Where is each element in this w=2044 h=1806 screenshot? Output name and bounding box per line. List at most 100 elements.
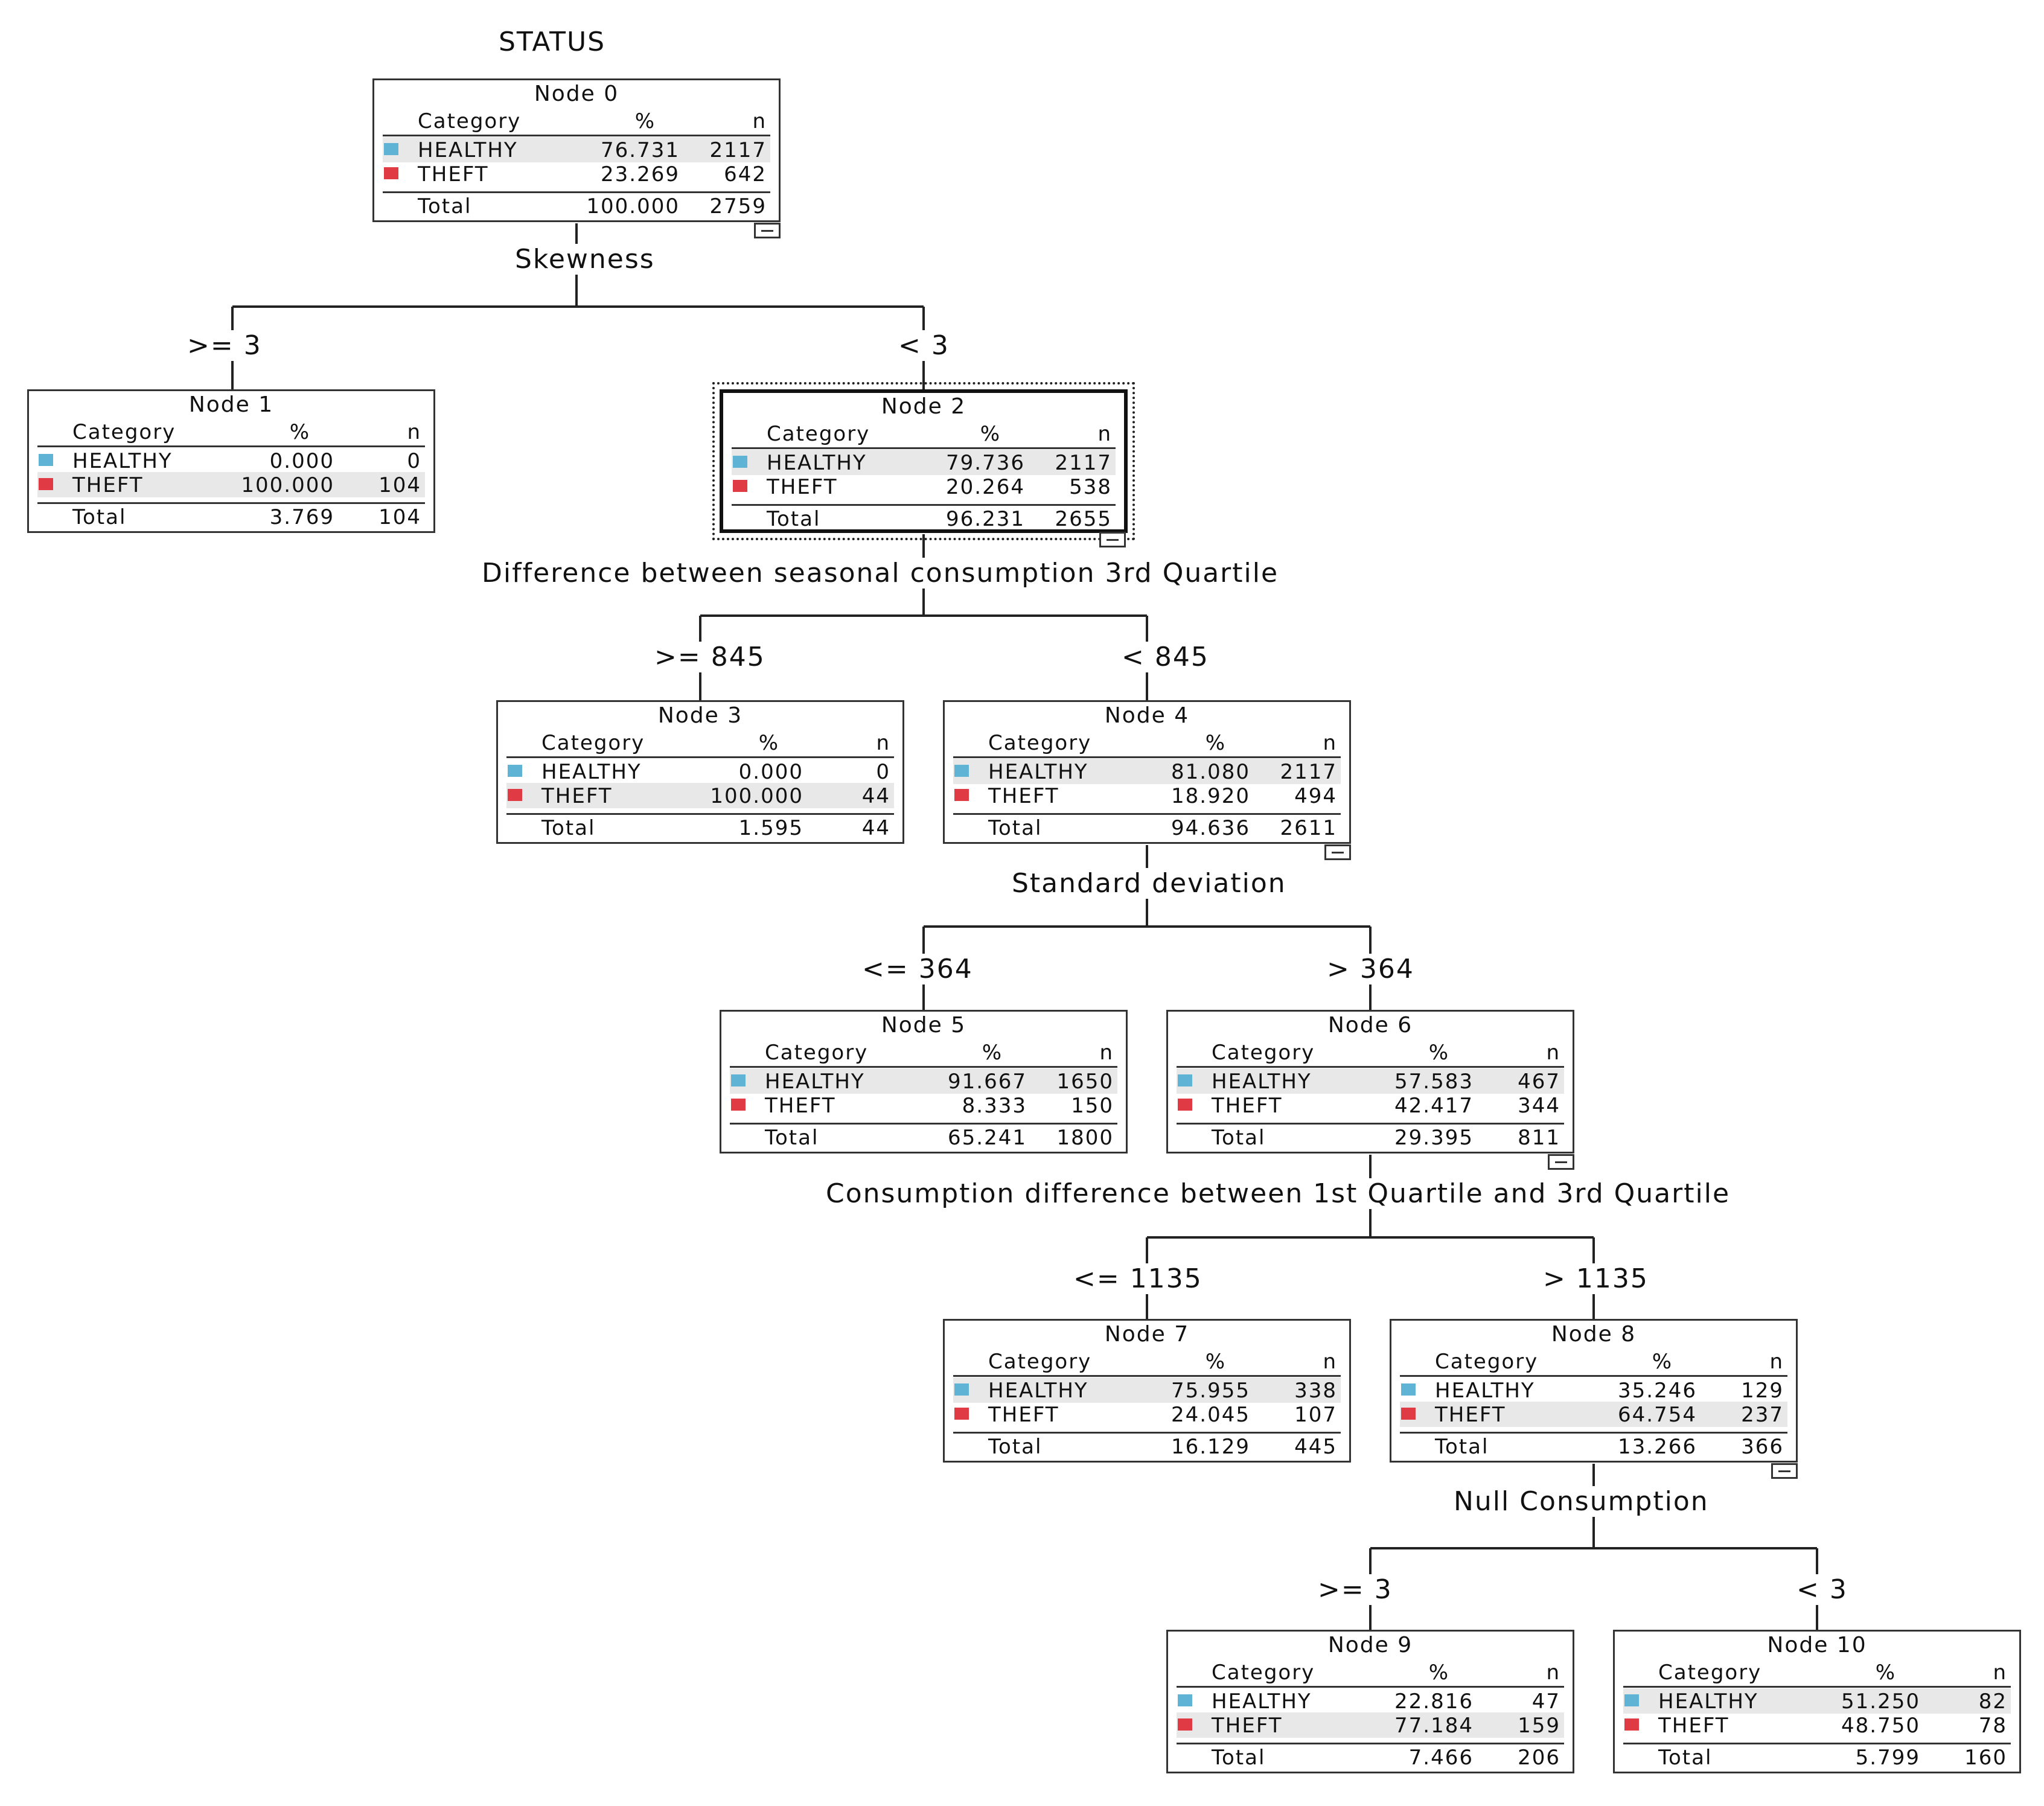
category-label: HEALTHY (1212, 1690, 1312, 1714)
collapse-toggle-icon[interactable] (1324, 844, 1351, 860)
healthy-color-swatch (39, 454, 53, 466)
node-table-header: Category%n (1623, 1659, 2011, 1688)
collapse-toggle-icon[interactable] (754, 223, 781, 238)
branch-label-node-3: >= 845 (650, 642, 770, 672)
total-percent: 94.636 (1171, 816, 1250, 840)
category-label: HEALTHY (1435, 1379, 1535, 1403)
header-percent: % (1875, 1661, 1896, 1685)
total-count: 1800 (1056, 1126, 1114, 1150)
node-title: Node 2 (881, 394, 966, 419)
header-n: n (876, 731, 890, 755)
branch-label-node-1: >= 3 (182, 330, 267, 361)
branch-label-node-4: < 845 (1117, 642, 1214, 672)
header-n: n (1323, 731, 1337, 755)
category-count: 237 (1741, 1403, 1784, 1427)
healthy-color-swatch (954, 1383, 969, 1396)
total-row: Total 94.636 2611 (953, 813, 1341, 841)
node-title: Node 9 (1327, 1633, 1413, 1658)
category-percent: 100.000 (241, 473, 334, 497)
node-title: Node 7 (1104, 1322, 1190, 1347)
header-category: Category (988, 1350, 1092, 1374)
category-percent: 18.920 (1171, 784, 1250, 808)
header-percent: % (758, 731, 779, 755)
header-category: Category (765, 1041, 869, 1065)
total-percent: 7.466 (1408, 1746, 1474, 1770)
healthy-color-swatch (954, 765, 969, 777)
category-label: THEFT (988, 784, 1059, 808)
node-table-header: Category%n (506, 730, 894, 758)
category-percent: 91.667 (948, 1070, 1027, 1094)
tree-target-label: STATUS (499, 27, 606, 57)
header-category: Category (72, 420, 176, 444)
total-label: Total (1212, 1746, 1266, 1770)
header-percent: % (1205, 731, 1226, 755)
category-count: 642 (724, 162, 767, 187)
category-percent: 23.269 (601, 162, 680, 187)
category-percent: 75.955 (1171, 1379, 1250, 1403)
header-n: n (1993, 1661, 2007, 1685)
total-percent: 3.769 (269, 505, 334, 529)
total-percent: 29.395 (1394, 1126, 1474, 1150)
theft-color-swatch (733, 480, 747, 492)
healthy-color-swatch (1178, 1074, 1192, 1086)
header-category: Category (1212, 1661, 1315, 1685)
total-label: Total (988, 816, 1043, 840)
category-count: 2117 (1055, 451, 1112, 475)
category-label: THEFT (765, 1094, 836, 1118)
collapse-toggle-icon[interactable] (1771, 1463, 1798, 1479)
theft-color-swatch (384, 167, 398, 179)
header-category: Category (1435, 1350, 1539, 1374)
node-table-header: Category%n (1177, 1659, 1564, 1688)
total-count: 2655 (1055, 507, 1112, 531)
collapse-toggle-icon[interactable] (1548, 1154, 1574, 1170)
category-label: HEALTHY (1212, 1070, 1312, 1094)
node-title: Node 5 (881, 1013, 966, 1038)
category-label: THEFT (1435, 1403, 1506, 1427)
theft-color-swatch (1178, 1718, 1192, 1731)
category-count: 0 (407, 449, 421, 473)
header-percent: % (1652, 1350, 1673, 1374)
category-percent: 77.184 (1394, 1714, 1474, 1738)
split-variable-quartile: Consumption difference between 1st Quart… (821, 1178, 1736, 1209)
total-label: Total (767, 507, 821, 531)
total-count: 44 (861, 816, 890, 840)
healthy-color-swatch (508, 765, 522, 777)
node-table-header: Category%n (1177, 1039, 1564, 1068)
category-count: 0 (876, 760, 890, 784)
node-table-header: Category%n (732, 421, 1116, 449)
node-title: Node 3 (657, 703, 743, 728)
total-count: 2611 (1280, 816, 1337, 840)
category-label: THEFT (1658, 1714, 1729, 1738)
theft-color-swatch (39, 478, 53, 490)
total-percent: 65.241 (948, 1126, 1027, 1150)
header-n: n (752, 109, 767, 133)
category-percent: 81.080 (1171, 760, 1250, 784)
category-count: 107 (1294, 1403, 1337, 1427)
collapse-toggle-icon[interactable] (1099, 532, 1126, 547)
total-count: 160 (1964, 1746, 2007, 1770)
header-category: Category (1212, 1041, 1315, 1065)
